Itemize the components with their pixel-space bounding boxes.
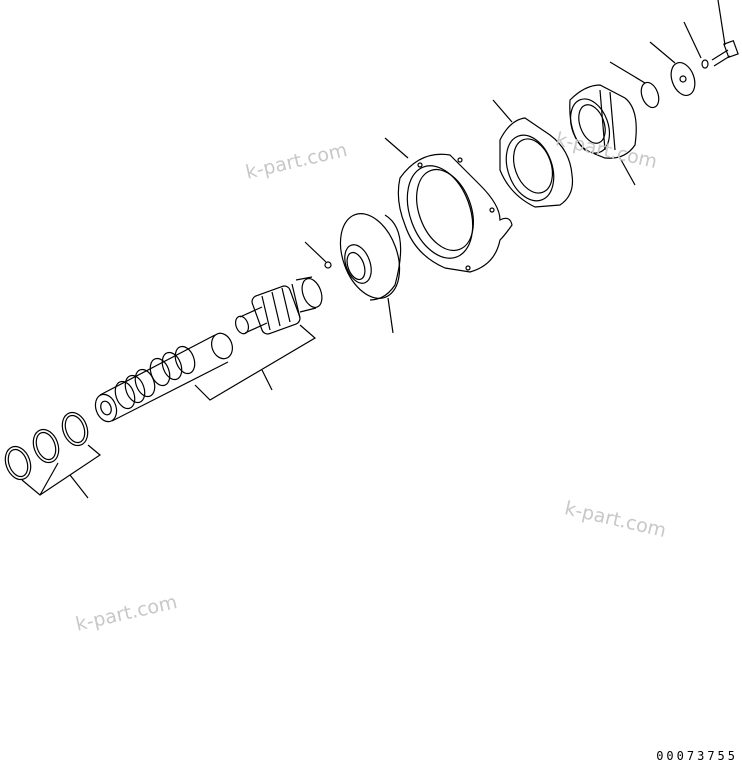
- thrust-plate: [339, 213, 402, 334]
- housing-cover: [384, 137, 513, 273]
- ball: [304, 241, 332, 269]
- bolt: [683, 0, 739, 69]
- washer: [649, 41, 696, 97]
- shaft: [94, 332, 233, 423]
- seal-rings: [4, 411, 89, 481]
- leader-seal-rings: [21, 444, 102, 499]
- o-ring: [609, 61, 660, 109]
- drawing-code: 00073755: [656, 749, 738, 763]
- splined-gear: [234, 276, 323, 335]
- bearing: [569, 84, 637, 186]
- leader-shaft: [194, 324, 317, 401]
- bearing-retainer: [492, 99, 574, 208]
